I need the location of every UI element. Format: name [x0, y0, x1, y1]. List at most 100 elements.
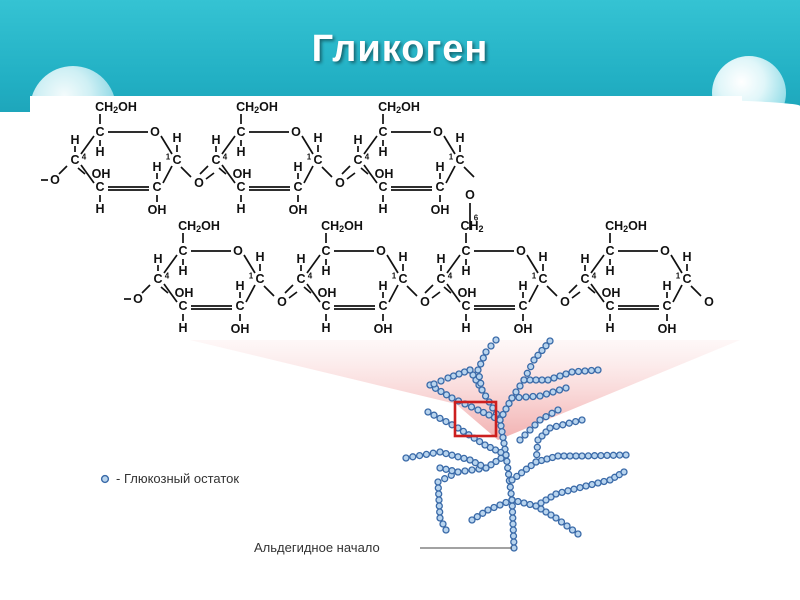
- glucose-residue: [509, 514, 517, 522]
- carbon-atom: C: [178, 299, 187, 313]
- glucose-residue: [448, 467, 456, 475]
- hydrogen-atom: H: [313, 131, 322, 145]
- hydroxyl-group: OH: [175, 286, 194, 300]
- carbon-atom: C: [296, 272, 305, 286]
- hydrogen-atom: H: [255, 250, 264, 264]
- carbon-atom: C: [435, 180, 444, 194]
- hydroxyl-group: OH: [458, 286, 477, 300]
- ch2oh-label: CH2OH: [605, 219, 647, 234]
- ch2oh-label: CH2OH: [378, 100, 420, 115]
- glucose-residue: [437, 377, 445, 385]
- ch2-label: CH2: [460, 219, 483, 234]
- bond-line: [218, 167, 227, 175]
- glucose-residue: [516, 436, 524, 444]
- bond-line: [77, 167, 86, 175]
- hydrogen-atom: H: [378, 145, 387, 159]
- callout-label: Альдегидное начало: [254, 540, 380, 555]
- bond-line: [463, 166, 475, 178]
- carbon-atom: C: [236, 125, 245, 139]
- bond-line: [446, 254, 461, 274]
- hydrogen-atom: H: [235, 279, 244, 293]
- hydroxyl-group: OH: [375, 167, 394, 181]
- hydrogen-atom: H: [435, 160, 444, 174]
- glucose-residue: [542, 413, 550, 421]
- glucose-residue: [538, 346, 546, 355]
- bond-line: [303, 165, 314, 184]
- slide-header: Гликоген: [0, 0, 800, 112]
- glucose-residue: [532, 458, 540, 466]
- glucose-residue: [515, 393, 523, 402]
- hydrogen-atom: H: [70, 133, 79, 147]
- carbon-number: 1: [449, 153, 454, 162]
- glucose-residue: [473, 513, 481, 521]
- ring-oxygen: O: [291, 125, 301, 139]
- bond-line: [163, 283, 178, 303]
- glucose-residue: [522, 393, 530, 401]
- bond-line: [321, 166, 333, 178]
- legend-label: - Глюкозный остаток: [116, 471, 239, 486]
- bond-line: [445, 165, 456, 184]
- glucose-residue: [531, 421, 539, 429]
- carbon-atom: C: [461, 244, 470, 258]
- glucose-residue: [466, 456, 474, 464]
- carbon-atom: C: [682, 272, 691, 286]
- bond-line: [303, 286, 312, 294]
- hydroxyl-group: OH: [233, 167, 252, 181]
- carbon-atom: C: [95, 125, 104, 139]
- glycosidic-oxygen: O: [704, 295, 714, 309]
- hydrogen-atom: H: [605, 264, 614, 278]
- bond-line: [672, 284, 683, 303]
- glucose-residue: [424, 408, 432, 416]
- hydrogen-atom: H: [461, 321, 470, 335]
- glucose-residue: [499, 410, 507, 419]
- hydrogen-atom: H: [321, 264, 330, 278]
- glucose-residue-icon: [100, 474, 110, 484]
- hydrogen-atom: H: [605, 321, 614, 335]
- glucose-residue: [529, 392, 537, 401]
- glucose-residue: [442, 391, 451, 399]
- glucose-residue: [550, 374, 558, 382]
- glucose-residue: [571, 417, 580, 426]
- glucose-residue: [454, 468, 462, 476]
- hydrogen-atom: H: [378, 279, 387, 293]
- glucose-residue: [508, 476, 516, 484]
- glucose-residue: [468, 516, 476, 524]
- glucose-residue: [521, 431, 529, 439]
- glucose-residue: [563, 522, 571, 530]
- glucose-residue: [523, 369, 531, 377]
- glycosidic-oxygen: O: [560, 295, 570, 309]
- hydroxyl-group: OH: [514, 322, 533, 336]
- carbon-number: 4: [308, 272, 313, 281]
- glucose-residue: [479, 509, 487, 517]
- glucose-residue: [581, 367, 589, 375]
- glucose-residue: [513, 472, 521, 481]
- glucose-residue: [441, 475, 449, 483]
- glucose-residue: [546, 424, 554, 432]
- hydrogen-atom: H: [236, 145, 245, 159]
- glucose-residue: [566, 452, 574, 460]
- glucose-residue: [590, 452, 599, 460]
- carbon-number: 4: [82, 153, 87, 162]
- glucose-residue: [609, 451, 618, 459]
- ring-oxygen: O: [376, 244, 386, 258]
- hydrogen-atom: H: [682, 250, 691, 264]
- hydroxyl-group: OH: [92, 167, 111, 181]
- bond-line: [388, 284, 399, 303]
- glucose-residue: [549, 388, 557, 396]
- glucose-residue: [478, 386, 486, 394]
- glucose-residue: [600, 477, 608, 486]
- glucose-residue: [620, 468, 628, 476]
- glucose-residue: [477, 379, 485, 387]
- glucose-residue: [509, 532, 518, 540]
- carbon-atom: C: [70, 153, 79, 167]
- carbon-atom: C: [378, 180, 387, 194]
- carbon-atom: C: [605, 244, 614, 258]
- glucose-residue: [505, 399, 513, 408]
- glucose-residue: [574, 530, 582, 538]
- glucose-residue: [516, 382, 524, 390]
- glucose-residue: [477, 360, 485, 368]
- glucose-residue: [502, 405, 510, 413]
- glucose-residue: [538, 376, 546, 384]
- hydrogen-atom: H: [378, 202, 387, 216]
- glucose-residue: [522, 465, 531, 473]
